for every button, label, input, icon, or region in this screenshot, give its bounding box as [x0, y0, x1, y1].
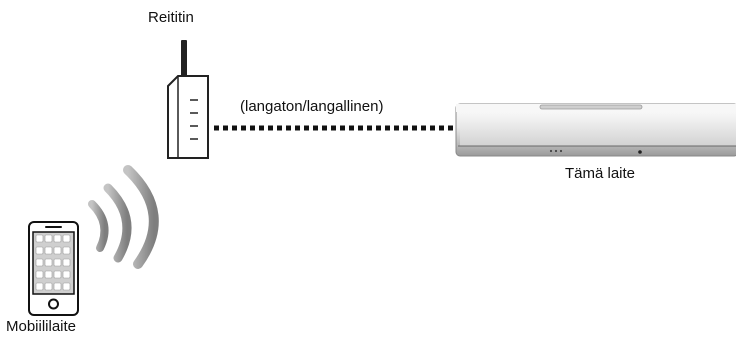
- soundbar-grille: [460, 116, 736, 146]
- smartphone-icon: [28, 221, 79, 316]
- mobile-label: Mobiililaite: [6, 318, 77, 335]
- soundbar-indicator-3: [559, 149, 563, 153]
- router-icon: [167, 40, 209, 159]
- router-label: Reititin: [148, 9, 194, 26]
- router-body: [167, 75, 209, 159]
- wireless-signal-icon: [88, 165, 159, 269]
- phone-home-button: [48, 298, 59, 310]
- soundbar-indicator-1: [549, 149, 553, 153]
- signal-arc-medium: [103, 183, 132, 263]
- soundbar-icon: [455, 103, 736, 157]
- device-label: Tämä laite: [565, 165, 636, 182]
- soundbar-power-led: [638, 150, 642, 154]
- soundbar-top-button: [539, 104, 643, 110]
- connection-label: (langaton/langallinen): [240, 98, 384, 115]
- signal-arc-large: [123, 165, 159, 269]
- router-antenna-icon: [181, 40, 187, 76]
- phone-app-grid: [35, 234, 71, 291]
- signal-arc-small: [88, 200, 109, 252]
- soundbar-indicator-2: [554, 149, 558, 153]
